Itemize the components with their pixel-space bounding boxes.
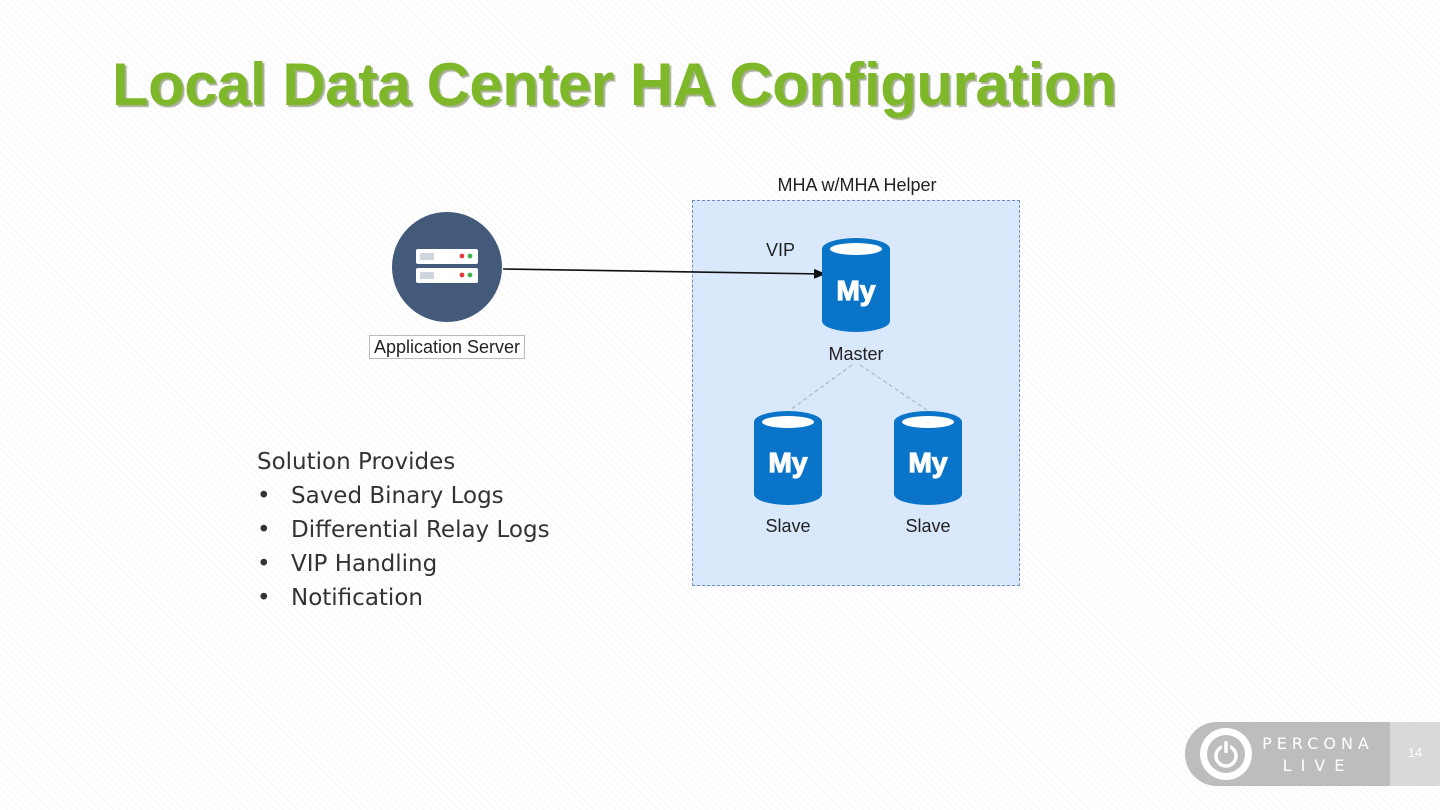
application-server-label: Application Server bbox=[369, 335, 525, 359]
logo-text-live: LIVE bbox=[1282, 756, 1354, 775]
page-number-box bbox=[1390, 722, 1440, 786]
solution-heading: Solution Provides bbox=[257, 449, 456, 475]
slave1-db-text: My bbox=[769, 447, 808, 478]
list-item: • Notification bbox=[257, 581, 550, 615]
slave2-db-text: My bbox=[909, 447, 948, 478]
logo-text-percona: PERCONA bbox=[1262, 734, 1374, 753]
replication-link-slave1 bbox=[789, 364, 853, 411]
master-database-icon: My bbox=[822, 238, 890, 332]
slave-database-icon-2: My bbox=[894, 411, 962, 505]
list-item: • VIP Handling bbox=[257, 547, 550, 581]
page-number: 14 bbox=[1407, 745, 1423, 760]
master-db-text: My bbox=[837, 275, 876, 306]
slide-title: Local Data Center HA Configuration bbox=[112, 51, 1117, 118]
vip-connection-arrow bbox=[502, 268, 826, 279]
application-server-icon bbox=[392, 212, 502, 322]
list-item-text: Saved Binary Logs bbox=[291, 483, 504, 509]
logo-circle bbox=[1200, 728, 1252, 780]
bullet-icon: • bbox=[257, 585, 271, 611]
master-label: Master bbox=[828, 344, 884, 364]
list-item: • Saved Binary Logs bbox=[257, 479, 550, 513]
solution-items: • Saved Binary Logs • Differential Relay L… bbox=[257, 479, 550, 615]
list-item-text: Differential Relay Logs bbox=[291, 517, 550, 543]
bullet-icon: • bbox=[257, 551, 271, 577]
power-icon bbox=[1207, 735, 1245, 773]
slave-label-1: Slave bbox=[765, 516, 811, 536]
slave-database-icon-1: My bbox=[754, 411, 822, 505]
list-item-text: VIP Handling bbox=[291, 551, 438, 577]
mha-box-caption: MHA w/MHA Helper bbox=[777, 175, 937, 195]
slave-label-2: Slave bbox=[905, 516, 951, 536]
solution-list: Solution Provides • Saved Binary Logs • Di… bbox=[257, 445, 550, 615]
bullet-icon: • bbox=[257, 483, 271, 509]
replication-link-slave2 bbox=[859, 364, 928, 411]
vip-label: VIP bbox=[766, 240, 796, 260]
bullet-icon: • bbox=[257, 517, 271, 543]
list-item: • Differential Relay Logs bbox=[257, 513, 550, 547]
list-item-text: Notification bbox=[291, 585, 423, 611]
